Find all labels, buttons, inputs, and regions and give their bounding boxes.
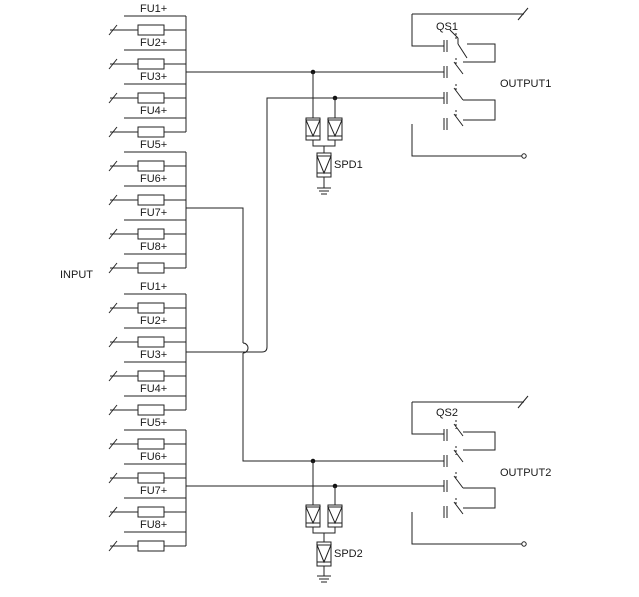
- fuse-bank-lower: FU1+ FU2+ FU3+ FU4+ FU5+ FU6+ FU7+ FU8+: [108, 281, 187, 552]
- upper-fuse-7: FU7+: [108, 207, 186, 240]
- lower-fuse-4: FU4+: [108, 383, 186, 416]
- fuse-label: FU5+: [140, 139, 167, 151]
- fuse-label: FU4+: [140, 383, 167, 395]
- input-label: INPUT: [60, 269, 93, 281]
- fuse-label: FU6+: [140, 451, 167, 463]
- lower-fuse-3: FU3+: [108, 349, 186, 382]
- lower-fuse-7: FU7+: [108, 485, 186, 518]
- bus-wires: [186, 71, 444, 487]
- spd2-arrester: SPD2: [305, 458, 363, 583]
- fuse-bank-upper: FU1+ FU2+ FU3+ FU4+ FU5+ FU6+ FU7+ FU8+: [108, 3, 187, 274]
- fuse-label: FU1+: [140, 3, 167, 15]
- output2-label: OUTPUT2: [500, 467, 551, 479]
- fuse-label: FU3+: [140, 349, 167, 361]
- spd2-label: SPD2: [334, 548, 363, 560]
- upper-fuse-8: FU8+: [108, 241, 186, 274]
- upper-fuse-6: FU6+: [108, 173, 186, 206]
- lower-fuse-1: FU1+: [108, 281, 186, 314]
- fuse-label: FU4+: [140, 105, 167, 117]
- upper-fuse-5: FU5+: [108, 139, 186, 172]
- lower-fuse-5: FU5+: [108, 417, 186, 450]
- spd1-arrester: SPD1: [305, 69, 363, 195]
- output1-label: OUTPUT1: [500, 78, 551, 90]
- spd1-label: SPD1: [334, 159, 363, 171]
- fuse-label: FU2+: [140, 37, 167, 49]
- qs1-switch: QS1 OUTPUT1: [411, 7, 551, 159]
- fuse-label: FU6+: [140, 173, 167, 185]
- qs2-switch: QS2 OUTPUT2: [411, 395, 551, 547]
- fuse-label: FU8+: [140, 241, 167, 253]
- fuse-label: FU7+: [140, 485, 167, 497]
- qs2-label: QS2: [436, 407, 458, 419]
- fuse-label: FU1+: [140, 281, 167, 293]
- lower-fuse-8: FU8+: [108, 519, 186, 552]
- qs1-label: QS1: [436, 21, 458, 33]
- fuse-label: FU3+: [140, 71, 167, 83]
- fuse-label: FU8+: [140, 519, 167, 531]
- fuse-label: FU2+: [140, 315, 167, 327]
- upper-fuse-3: FU3+: [108, 71, 186, 104]
- upper-fuse-4: FU4+: [108, 105, 186, 138]
- fuse-label: FU7+: [140, 207, 167, 219]
- upper-fuse-2: FU2+: [108, 37, 186, 70]
- lower-fuse-2: FU2+: [108, 315, 186, 348]
- fuse-label: FU5+: [140, 417, 167, 429]
- lower-fuse-6: FU6+: [108, 451, 186, 484]
- upper-fuse-1: FU1+: [108, 3, 186, 36]
